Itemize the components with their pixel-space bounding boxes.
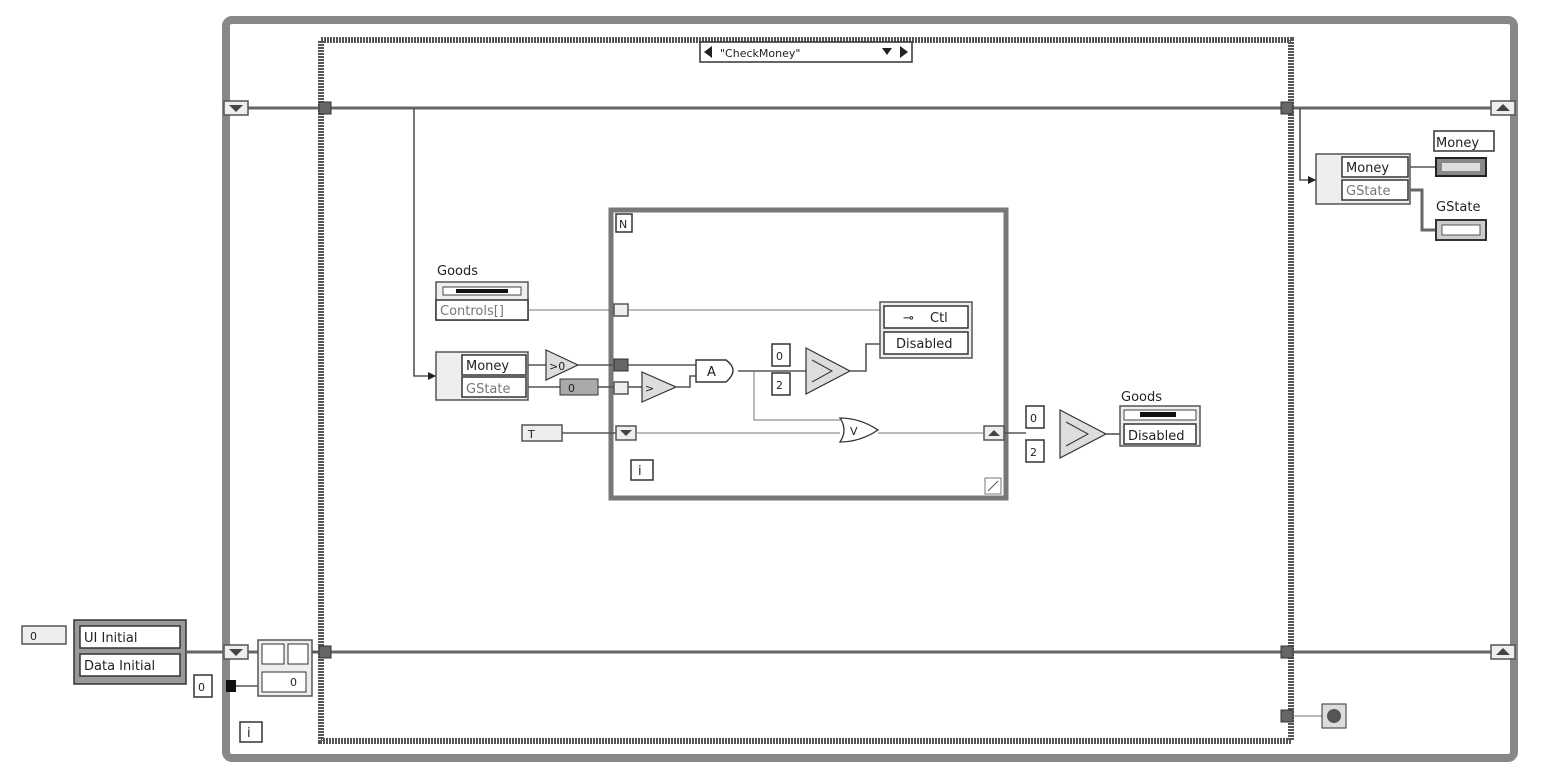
goods-element-label: Controls[] — [440, 304, 504, 319]
gstate-indicator[interactable] — [1435, 219, 1487, 241]
case-selector-value: "CheckMoney" — [720, 47, 800, 60]
state-enum-constant[interactable]: 0 — [21, 625, 67, 645]
goods-label: Goods — [437, 264, 478, 279]
svg-text:A: A — [707, 365, 716, 380]
compare-money-node[interactable]: >0 — [545, 349, 580, 381]
svg-text:i: i — [247, 726, 251, 741]
loop-tunnel — [613, 303, 629, 317]
shift-register-right-bottom[interactable] — [1490, 644, 1516, 660]
inner-constant-0[interactable]: 0 — [771, 343, 791, 367]
svg-text:0: 0 — [568, 382, 575, 395]
svg-text:0: 0 — [1030, 412, 1037, 425]
svg-text:GState: GState — [1346, 184, 1390, 199]
svg-text:0: 0 — [776, 350, 783, 363]
svg-text:N: N — [619, 218, 627, 231]
loop-tunnel — [613, 381, 629, 395]
svg-text:0: 0 — [290, 676, 297, 689]
svg-text:i: i — [638, 464, 642, 479]
svg-text:⊸: ⊸ — [903, 311, 914, 326]
loop-shift-right[interactable] — [983, 425, 1005, 441]
outer-constant-2[interactable]: 2 — [1025, 439, 1045, 463]
or-gate[interactable]: V — [838, 417, 880, 443]
svg-text:T: T — [527, 428, 535, 441]
svg-text:Ctl: Ctl — [930, 311, 948, 326]
shift-register-left-bottom[interactable] — [223, 644, 249, 660]
svg-text:0: 0 — [198, 681, 205, 694]
unbundle-outer[interactable]: Money GState — [1315, 153, 1411, 205]
money-indicator[interactable] — [1435, 157, 1487, 177]
while-loop-index: i — [239, 721, 263, 743]
goods-array-node[interactable]: Controls[] — [435, 281, 529, 321]
shift-register-right-top[interactable] — [1490, 100, 1516, 116]
svg-text:Disabled: Disabled — [1128, 429, 1184, 444]
case-tunnel — [1280, 101, 1294, 115]
select-node-inner[interactable] — [805, 347, 852, 395]
for-loop-index: i — [630, 459, 654, 481]
svg-text:Disabled: Disabled — [896, 337, 952, 352]
case-tunnel — [318, 101, 332, 115]
case-tunnel — [1280, 709, 1294, 723]
index-constant[interactable]: 0 — [193, 674, 213, 698]
goods-label-outer: Goods — [1121, 390, 1162, 405]
svg-text:>0: >0 — [549, 360, 565, 373]
compare-state-node[interactable]: > — [641, 371, 678, 403]
svg-text:Data Initial: Data Initial — [84, 659, 155, 674]
money-indicator-label: Money — [1436, 136, 1479, 151]
svg-text:0: 0 — [30, 630, 37, 643]
loop-tunnel — [613, 358, 629, 372]
while-loop-frame — [222, 16, 1518, 762]
wire-cluster-in — [413, 108, 436, 377]
svg-text:2: 2 — [1030, 446, 1037, 459]
svg-text:UI Initial: UI Initial — [84, 631, 137, 646]
case-structure-frame — [318, 37, 1294, 744]
case-selector[interactable]: "CheckMoney" — [699, 41, 913, 63]
shift-register-left-top[interactable] — [223, 100, 249, 116]
select-node-outer[interactable] — [1059, 409, 1108, 459]
for-loop-frame — [608, 207, 1009, 501]
svg-text:2: 2 — [776, 379, 783, 392]
bool-constant[interactable]: T — [521, 424, 563, 442]
svg-text:>: > — [645, 382, 654, 395]
inner-constant-2[interactable]: 2 — [771, 372, 791, 396]
svg-text:Money: Money — [466, 359, 509, 374]
property-node-inner[interactable]: ⊸ Ctl Disabled — [879, 301, 973, 359]
for-loop-count: N — [615, 213, 633, 233]
svg-text:Money: Money — [1346, 161, 1389, 176]
unbundle-inner[interactable]: Money GState — [435, 351, 529, 401]
state-array-constant[interactable]: UI Initial Data Initial — [73, 619, 187, 685]
svg-text:V: V — [850, 425, 858, 438]
enum-constant[interactable]: 0 — [559, 378, 599, 396]
loop-shift-left[interactable] — [615, 425, 637, 441]
index-array-node[interactable]: 0 — [257, 639, 313, 697]
gstate-indicator-label: GState — [1436, 200, 1480, 215]
and-gate[interactable]: A — [695, 359, 734, 383]
svg-text:GState: GState — [466, 382, 510, 397]
property-node-outer[interactable]: Disabled — [1119, 405, 1201, 447]
stop-condition-icon[interactable] — [1321, 703, 1347, 729]
outer-constant-0[interactable]: 0 — [1025, 405, 1045, 429]
case-tunnel — [1280, 645, 1294, 659]
